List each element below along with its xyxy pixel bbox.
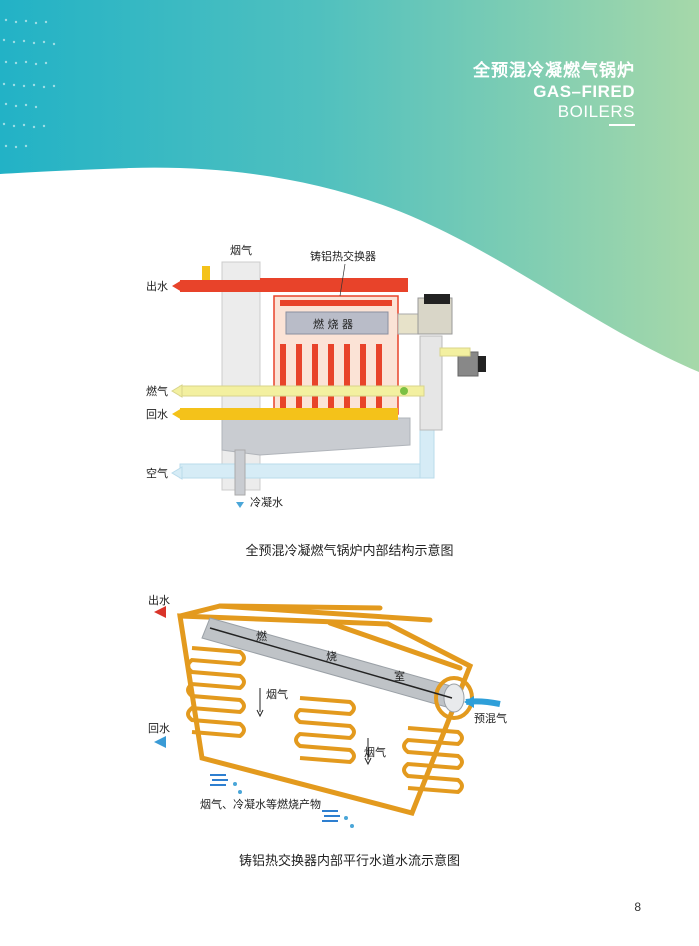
page-number: 8 xyxy=(634,900,641,914)
serpentine-coil-right xyxy=(402,726,464,795)
mixing-duct xyxy=(419,335,443,431)
condensate-drop-icon xyxy=(236,502,244,508)
flue-gas-label: 烟气 xyxy=(230,243,252,257)
condensate-tray xyxy=(221,417,411,456)
chamber-char-3: 室 xyxy=(394,669,405,683)
combustion-chamber-tube xyxy=(201,617,474,720)
water-out-arrow xyxy=(154,606,166,618)
gas-label: 燃气 xyxy=(146,384,168,398)
boiler-structure-diagram: 燃 烧 器 烟气 铸铝热交换器 出水 燃气 回水 空气 冷凝水 xyxy=(140,240,500,520)
air-vent-valve xyxy=(202,266,210,280)
figure1-caption: 全预混冷凝燃气锅炉内部结构示意图 xyxy=(245,544,454,559)
air-arrow xyxy=(171,466,183,480)
air-duct xyxy=(179,463,433,479)
water-flow-diagram: 燃 烧 室 预混气 出水 回水 烟气 烟气 烟气、冷凝水等燃烧产物 xyxy=(140,588,520,838)
exhaust-products-icon xyxy=(210,774,340,822)
water-out-label: 出水 xyxy=(146,279,168,293)
water-return-label: 回水 xyxy=(146,408,168,421)
water-out-label: 出水 xyxy=(148,593,170,607)
gas-arrow xyxy=(171,384,183,398)
decorative-dots xyxy=(2,18,56,149)
chamber-char-2: 烧 xyxy=(326,650,337,663)
condensate-drops-icon xyxy=(233,782,354,828)
water-return-label: 回水 xyxy=(148,722,170,735)
fan-motor xyxy=(424,294,450,304)
figure2-caption: 铸铝热交换器内部平行水道水流示意图 xyxy=(238,854,460,869)
products-label: 烟气、冷凝水等燃烧产物 xyxy=(200,797,321,811)
title-underline xyxy=(609,124,635,126)
burner xyxy=(285,311,389,335)
title-english-line2: BOILERS xyxy=(557,102,635,121)
title-chinese: 全预混冷凝燃气锅炉 xyxy=(473,61,635,81)
water-return-arrow xyxy=(154,736,166,748)
gas-valve-indicator xyxy=(400,387,408,395)
water-out-arrow xyxy=(172,280,182,292)
heat-exchanger-fins xyxy=(280,300,392,410)
serpentine-coil-left xyxy=(186,646,246,739)
heat-exchanger-label: 铸铝热交换器 xyxy=(310,249,376,263)
premix-gas-label: 预混气 xyxy=(474,711,507,725)
header-background xyxy=(0,0,699,372)
burner-label: 燃 烧 器 xyxy=(313,317,353,331)
chamber-char-1: 燃 xyxy=(256,629,267,643)
condensate-drain xyxy=(234,449,246,496)
flue-gas-label-2: 烟气 xyxy=(364,745,386,759)
title-english-line1: GAS–FIRED xyxy=(533,82,635,101)
condensate-label: 冷凝水 xyxy=(250,495,283,509)
flue-gas-label-1: 烟气 xyxy=(266,687,288,701)
air-label: 空气 xyxy=(146,466,168,480)
water-return-pipe xyxy=(180,408,398,420)
gas-pipe xyxy=(179,385,425,397)
serpentine-coil-middle xyxy=(294,696,356,765)
water-return-arrow xyxy=(172,408,182,420)
header-title-block: 全预混冷凝燃气锅炉 GAS–FIRED BOILERS xyxy=(473,60,635,121)
